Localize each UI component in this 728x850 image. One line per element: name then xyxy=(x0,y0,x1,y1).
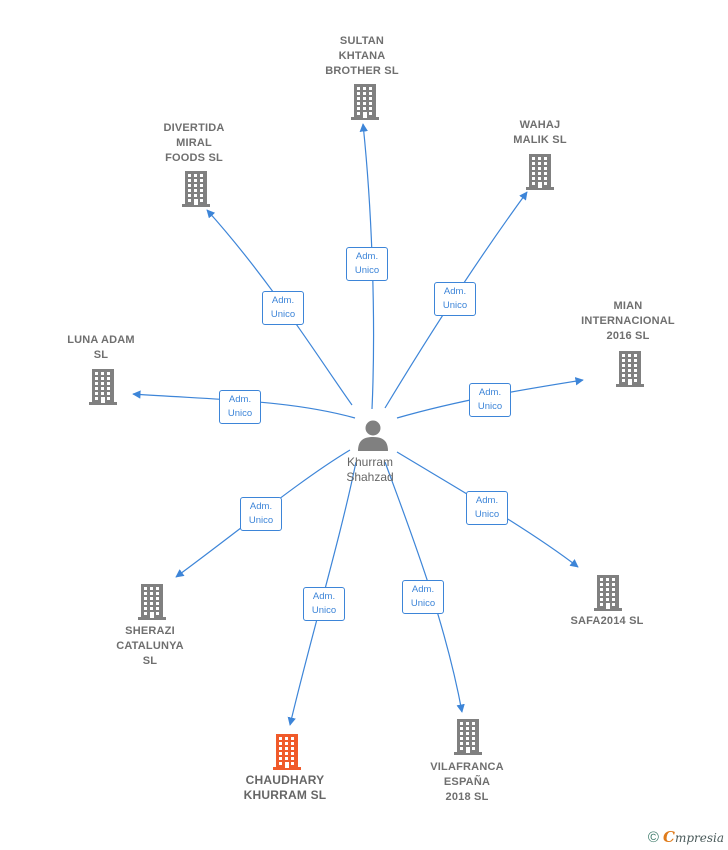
building-icon[interactable] xyxy=(85,366,121,406)
building-icon[interactable] xyxy=(522,151,558,191)
building-icon[interactable] xyxy=(612,348,648,388)
building-icon[interactable] xyxy=(590,572,626,612)
company-name-sultan[interactable]: SULTAN KHTANA BROTHER SL xyxy=(325,35,399,77)
footer-brand: © Cmpresia xyxy=(648,828,724,846)
company-name-wahaj[interactable]: WAHAJ MALIK SL xyxy=(513,119,567,146)
role-label-divertida[interactable]: Adm. Unico xyxy=(262,291,304,325)
company-name-chaudhary[interactable]: CHAUDHARY KHURRAM SL xyxy=(243,773,327,802)
role-label-line1: Adm. xyxy=(443,286,467,297)
person-name[interactable]: Khurram Shahzad xyxy=(346,455,394,484)
edge-vilafranca xyxy=(384,461,465,713)
company-name-safa[interactable]: SAFA2014 SL xyxy=(570,615,644,627)
role-label-line1: Adm. xyxy=(355,251,379,262)
role-label-line1: Adm. xyxy=(475,495,499,506)
building-icon[interactable] xyxy=(134,581,170,621)
building-icon[interactable] xyxy=(450,716,486,756)
role-label-safa[interactable]: Adm. Unico xyxy=(466,491,508,525)
brand-initial: C xyxy=(662,828,675,846)
role-label-line2: Unico xyxy=(248,515,274,526)
role-label-line1: Adm. xyxy=(478,387,502,398)
role-label-line1: Adm. xyxy=(228,394,252,405)
role-label-line2: Unico xyxy=(410,598,436,609)
role-label-line1: Adm. xyxy=(411,584,435,595)
company-name-luna[interactable]: LUNA ADAM SL xyxy=(67,334,135,361)
role-label-vilafranca[interactable]: Adm. Unico xyxy=(402,580,444,614)
role-label-line2: Unico xyxy=(270,309,296,320)
role-label-line2: Unico xyxy=(477,401,503,412)
building-icon[interactable] xyxy=(269,731,305,771)
building-icon[interactable] xyxy=(178,168,214,208)
role-label-line2: Unico xyxy=(442,300,468,311)
brand-logo[interactable]: Cmpresia xyxy=(663,828,724,846)
role-label-chaudhary[interactable]: Adm. Unico xyxy=(303,587,345,621)
role-label-line2: Unico xyxy=(311,605,337,616)
role-label-sultan[interactable]: Adm. Unico xyxy=(346,247,388,281)
person-icon[interactable] xyxy=(356,418,390,452)
company-name-vilafranca[interactable]: VILAFRANCA ESPAÑA 2018 SL xyxy=(430,761,504,803)
role-label-luna[interactable]: Adm. Unico xyxy=(219,390,261,424)
role-label-line2: Unico xyxy=(227,408,253,419)
company-name-sherazi[interactable]: SHERAZI CATALUNYA SL xyxy=(116,625,184,667)
role-label-line1: Adm. xyxy=(249,501,273,512)
role-label-sherazi[interactable]: Adm. Unico xyxy=(240,497,282,531)
role-label-line2: Unico xyxy=(354,265,380,276)
role-label-wahaj[interactable]: Adm. Unico xyxy=(434,282,476,316)
company-name-divertida[interactable]: DIVERTIDA MIRAL FOODS SL xyxy=(163,122,225,164)
role-label-line1: Adm. xyxy=(271,295,295,306)
building-icon[interactable] xyxy=(347,81,383,121)
role-label-line2: Unico xyxy=(474,509,500,520)
copyright-symbol: © xyxy=(647,828,659,846)
brand-rest: mpresia xyxy=(674,831,724,845)
role-label-mian[interactable]: Adm. Unico xyxy=(469,383,511,417)
company-name-mian[interactable]: MIAN INTERNACIONAL 2016 SL xyxy=(581,300,675,342)
role-label-line1: Adm. xyxy=(312,591,336,602)
